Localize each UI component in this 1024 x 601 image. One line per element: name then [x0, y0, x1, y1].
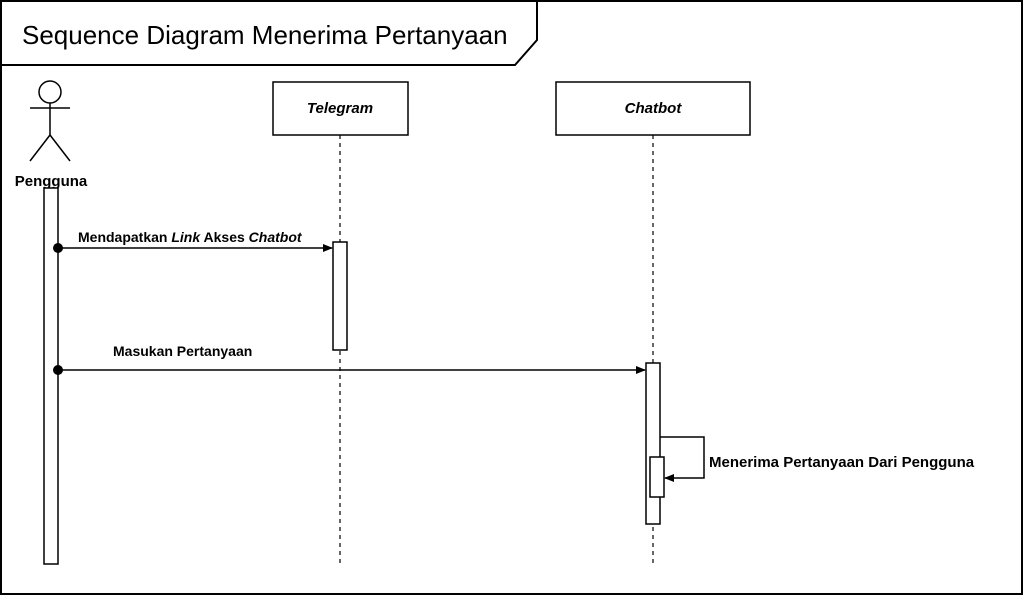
actor-right-leg — [49, 134, 71, 162]
frame-title: Sequence Diagram Menerima Pertanyaan — [22, 20, 508, 50]
actor-activation-bar — [43, 187, 59, 565]
actor-pengguna — [29, 80, 71, 162]
frame-title-tab — [1, 1, 538, 66]
lifeline-telegram-box — [272, 81, 409, 136]
message-3-self-arrow — [660, 436, 705, 482]
lifeline-chatbot-label: Chatbot — [625, 100, 683, 117]
actor-head — [38, 80, 62, 104]
actor-label: Pengguna — [15, 173, 88, 190]
chatbot-activation-bar — [645, 362, 661, 525]
lifeline-chatbot-box — [555, 81, 751, 136]
message-1-label: Mendapatkan Link Akses Chatbot — [78, 229, 303, 245]
telegram-activation-bar — [332, 241, 348, 351]
actor-left-leg — [29, 134, 51, 162]
message-3-label: Menerima Pertanyaan Dari Pengguna — [709, 454, 975, 471]
lifeline-telegram-label: Telegram — [307, 100, 373, 117]
chatbot-self-activation-bar — [649, 456, 665, 498]
message-2-label: Masukan Pertanyaan — [113, 343, 252, 359]
